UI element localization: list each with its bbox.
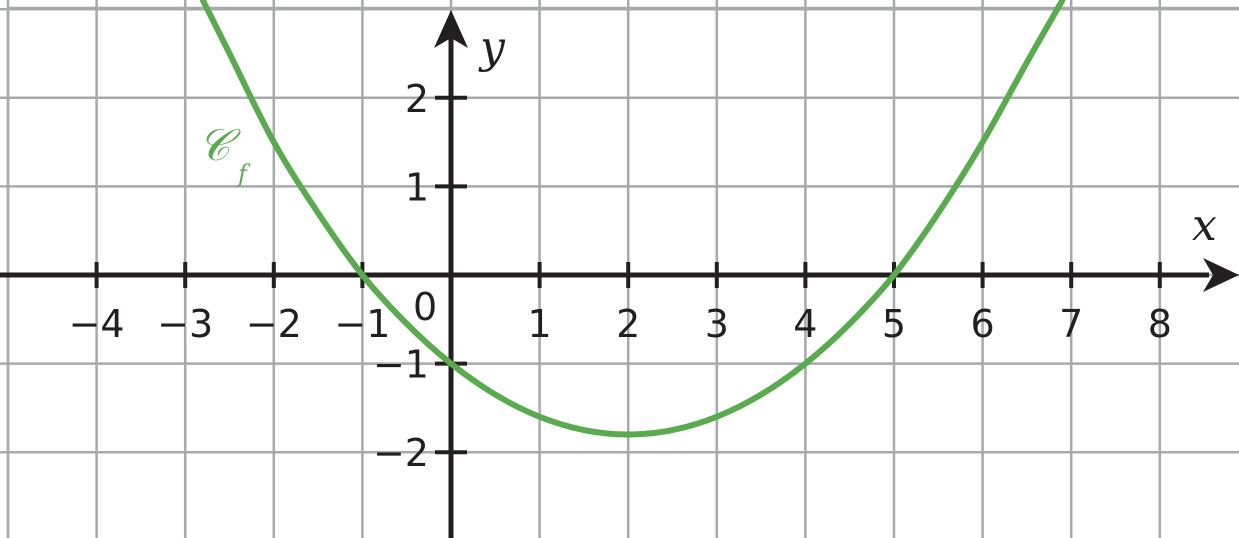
x-tick-label: 4 — [793, 302, 817, 346]
y-tick-label: 2 — [405, 77, 429, 121]
labels: x y 0 𝒞 f — [198, 22, 1217, 329]
x-tick-label: 7 — [1059, 302, 1083, 346]
x-axis-label: x — [1192, 200, 1217, 251]
curve-cf — [199, 0, 1066, 438]
y-tick-label: 1 — [405, 165, 429, 209]
x-tick-label: 3 — [705, 302, 729, 346]
x-tick-label: −2 — [246, 302, 302, 346]
y-tick-label: −2 — [373, 431, 429, 475]
x-tick-label: −4 — [69, 302, 125, 346]
origin-label: 0 — [413, 285, 437, 329]
x-tick-label: 8 — [1148, 302, 1172, 346]
y-axis-arrow — [434, 10, 468, 48]
x-axis-arrow — [1203, 258, 1239, 292]
x-tick-label: 2 — [616, 302, 640, 346]
x-tick-label: 1 — [528, 302, 552, 346]
ticks: −4 −3 −2 −1 1 2 3 4 5 6 7 8 −2 −1 1 2 — [69, 77, 1172, 475]
x-tick-label: −3 — [157, 302, 213, 346]
curve-label-subscript: f — [236, 160, 251, 188]
axes — [0, 10, 1239, 538]
x-tick-label: −1 — [334, 302, 390, 346]
x-tick-label: 6 — [971, 302, 995, 346]
x-tick-label: 5 — [882, 302, 906, 346]
y-axis-label: y — [478, 22, 506, 73]
curve-label: 𝒞 — [198, 120, 241, 171]
y-tick-label: −1 — [373, 343, 429, 387]
